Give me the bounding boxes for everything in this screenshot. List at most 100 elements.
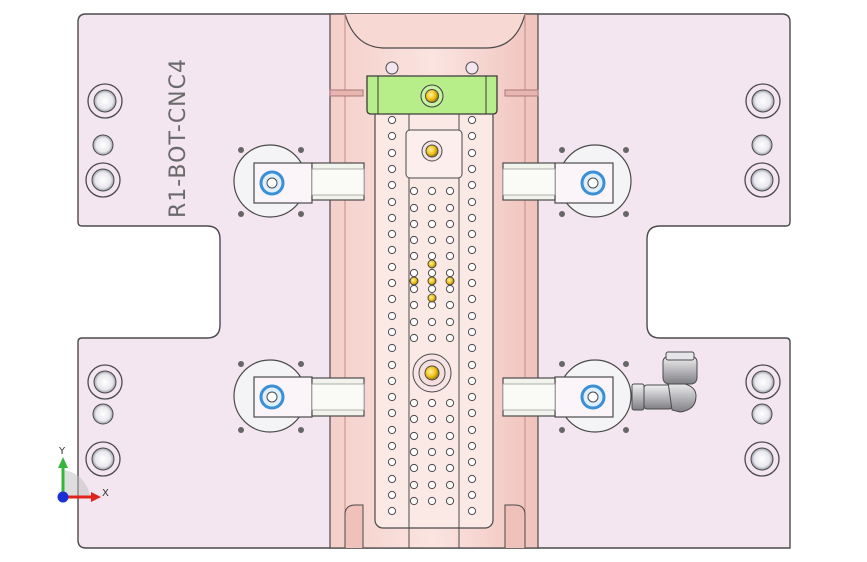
grid-hole [467, 408, 477, 418]
grid-hole [467, 294, 477, 304]
clamp-top-left[interactable] [233, 144, 365, 218]
grid-hole [427, 284, 437, 294]
grid-hole [467, 360, 477, 370]
grid-hole [409, 203, 419, 213]
grid-hole [467, 213, 477, 223]
center-screw-group [409, 140, 455, 393]
grid-hole [427, 431, 437, 441]
grid-hole [445, 496, 455, 506]
grid-hole [467, 148, 477, 158]
grid-hole [409, 496, 419, 506]
grid-hole [445, 203, 455, 213]
grid-hole [387, 506, 397, 516]
grid-hole [445, 268, 455, 278]
grid-hole [427, 414, 437, 424]
grid-hole [427, 203, 437, 213]
grid-hole [467, 343, 477, 353]
grid-hole [409, 235, 419, 245]
grid-hole [387, 245, 397, 255]
grid-hole [427, 447, 437, 457]
grid-hole [387, 327, 397, 337]
grid-hole [387, 115, 397, 125]
grid-hole [427, 251, 437, 261]
grid-hole [387, 294, 397, 304]
grid-hole [387, 425, 397, 435]
grid-hole [409, 447, 419, 457]
grid-hole [387, 376, 397, 386]
axis-y-label: Y [58, 446, 66, 457]
grid-hole [387, 213, 397, 223]
grid-hole [409, 268, 419, 278]
grid-hole [409, 398, 419, 408]
grid-hole [409, 333, 419, 343]
grid-hole [445, 284, 455, 294]
grid-hole [467, 115, 477, 125]
grid-hole [467, 441, 477, 451]
grid-hole [387, 343, 397, 353]
grid-hole [445, 447, 455, 457]
grid-hole [467, 392, 477, 402]
clamp-top-right[interactable] [502, 144, 632, 218]
grid-hole [427, 398, 437, 408]
grid-hole [387, 180, 397, 190]
grid-hole [387, 408, 397, 418]
axis-x-label: X [102, 488, 109, 499]
grid-hole [445, 463, 455, 473]
grid-hole [409, 219, 419, 229]
green-clamp-bar[interactable] [366, 61, 498, 115]
grid-hole [445, 219, 455, 229]
grid-hole [409, 463, 419, 473]
grid-hole [445, 414, 455, 424]
grid-hole [445, 333, 455, 343]
grid-hole [409, 414, 419, 424]
grid-hole [467, 131, 477, 141]
grid-hole [445, 398, 455, 408]
grid-hole [387, 392, 397, 402]
part-label: R1-BOT-CNC4 [166, 58, 191, 218]
grid-hole [387, 457, 397, 467]
axis-triad: X Y [57, 446, 109, 503]
grid-hole [467, 262, 477, 272]
grid-hole [427, 317, 437, 327]
grid-hole [409, 480, 419, 490]
grid-hole [445, 317, 455, 327]
grid-hole [467, 490, 477, 500]
grid-hole [467, 311, 477, 321]
grid-hole [445, 251, 455, 261]
grid-hole [387, 278, 397, 288]
grid-hole [427, 496, 437, 506]
hole-grid [387, 115, 477, 516]
grid-hole [387, 131, 397, 141]
grid-hole [427, 186, 437, 196]
grid-hole [467, 425, 477, 435]
grid-hole [427, 333, 437, 343]
grid-hole [387, 441, 397, 451]
right-hole-group [744, 83, 781, 477]
grid-hole [467, 474, 477, 484]
grid-hole [445, 480, 455, 490]
grid-hole [467, 457, 477, 467]
clamp-bottom-right[interactable] [502, 359, 632, 433]
grid-hole [387, 474, 397, 484]
clamp-bottom-left[interactable] [233, 359, 365, 433]
grid-hole [427, 463, 437, 473]
grid-hole [467, 278, 477, 288]
grid-hole [387, 197, 397, 207]
grid-hole [409, 317, 419, 327]
grid-hole [445, 186, 455, 196]
grid-hole [387, 490, 397, 500]
grid-hole [467, 229, 477, 239]
grid-hole [467, 180, 477, 190]
grid-hole [467, 506, 477, 516]
grid-hole [387, 229, 397, 239]
grid-hole [467, 164, 477, 174]
grid-hole [409, 251, 419, 261]
grid-hole [387, 311, 397, 321]
grid-hole [467, 245, 477, 255]
left-hole-group [85, 83, 123, 477]
grid-hole [445, 431, 455, 441]
grid-hole [387, 262, 397, 272]
air-fitting-icon [631, 351, 698, 413]
grid-hole [467, 376, 477, 386]
